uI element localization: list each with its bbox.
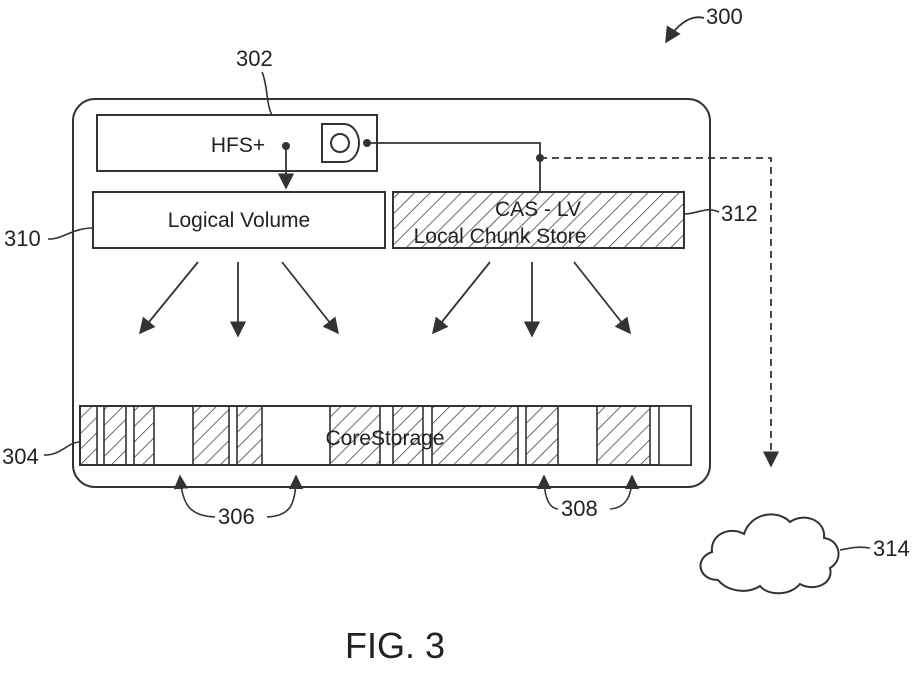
extent-segment <box>525 405 559 466</box>
extent-segment <box>79 405 98 466</box>
cloud-icon <box>699 513 840 595</box>
extent-segment <box>192 405 230 466</box>
hfs-ref-leader <box>261 71 273 116</box>
core-storage-ref-leader <box>43 441 81 456</box>
extent-segment <box>596 405 651 466</box>
extents-left-ref: 306 <box>218 504 255 529</box>
hfs-ref: 302 <box>236 46 273 71</box>
connector-circle-icon <box>330 133 350 153</box>
cas-arrow-left <box>431 261 491 335</box>
cas-arrow-right <box>573 261 632 335</box>
extent-segment <box>103 405 127 466</box>
cloud-dashed-link <box>540 157 780 468</box>
volume-arrow-left <box>138 261 199 335</box>
cas-lv-label-line2: Local Chunk Store <box>414 225 587 248</box>
core-storage-bar <box>79 405 692 466</box>
core-storage-label: CoreStorage <box>325 427 444 450</box>
hfs-label: HFS+ <box>211 134 265 157</box>
cas-lv-box <box>392 191 685 249</box>
extent-segment <box>431 405 519 466</box>
figure-caption: FIG. 3 <box>345 625 445 666</box>
extents-right-ref: 308 <box>561 496 598 521</box>
core-storage-frame <box>79 405 692 466</box>
extent-segment <box>236 405 263 466</box>
extents-right-leader-b <box>609 474 640 510</box>
cas-lv-ref-leader <box>683 208 720 215</box>
extent-segment-empty <box>658 405 692 466</box>
figure-ref-number: 300 <box>706 4 743 29</box>
volume-arrow-right <box>281 261 340 335</box>
extent-segment <box>392 405 424 466</box>
logical-volume-box <box>92 191 386 249</box>
cas-lv-ref: 312 <box>721 201 758 226</box>
device-container <box>72 98 711 488</box>
logical-volume-label: Logical Volume <box>168 209 310 232</box>
extents-left-leader-b <box>266 474 304 518</box>
cloud-ref-leader <box>839 546 871 551</box>
connector-to-cas-line <box>367 142 541 192</box>
logical-volume-ref: 310 <box>4 226 41 251</box>
extent-segment <box>133 405 155 466</box>
figure-ref-arrow <box>665 16 705 44</box>
core-storage-ref: 304 <box>2 444 39 469</box>
logical-volume-ref-leader <box>47 227 94 240</box>
extents-right-leader-a <box>536 474 559 510</box>
extent-segment <box>329 405 381 466</box>
cloud-ref: 314 <box>873 536 910 561</box>
cas-lv-label-line1: CAS - LV <box>495 198 581 221</box>
extents-left-leader-a <box>173 474 216 518</box>
